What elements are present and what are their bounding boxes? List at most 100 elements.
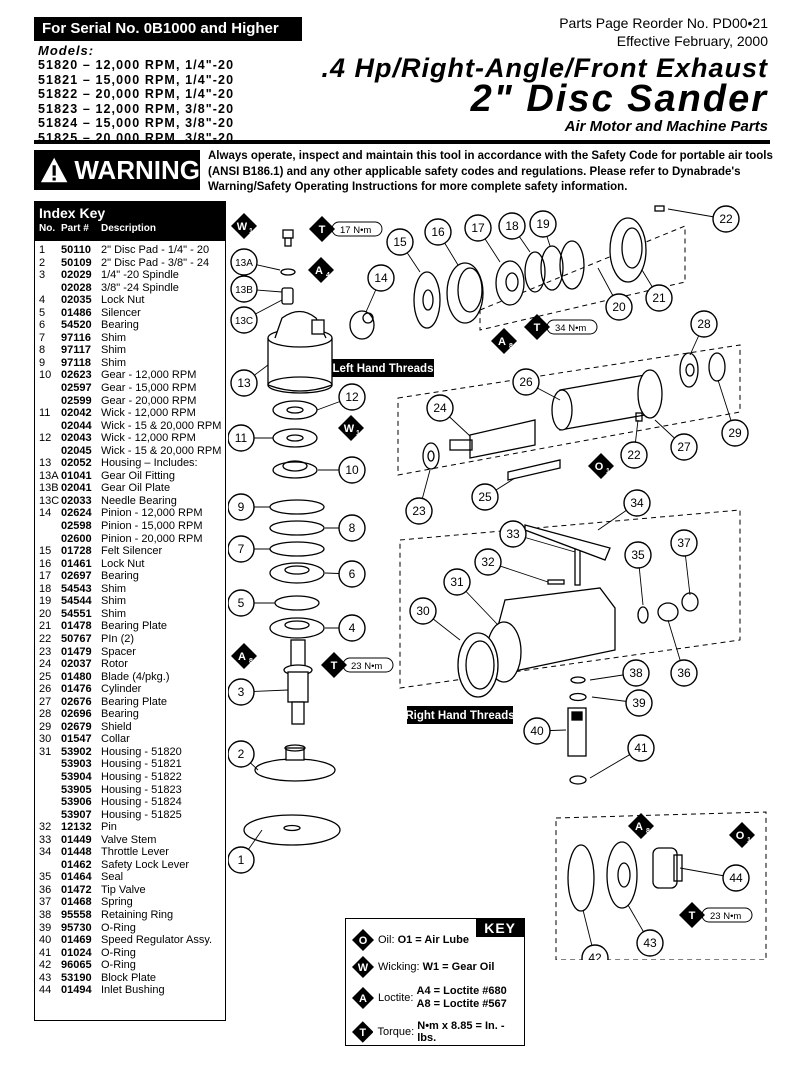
callout-number: 26 <box>519 375 533 389</box>
tip-valve-36-part <box>657 602 679 622</box>
index-row-number: 21 <box>39 620 52 633</box>
lock-nut-16-part <box>446 262 484 324</box>
speed-regulator-40-part <box>567 707 587 757</box>
index-row-number: 44 <box>39 984 52 997</box>
index-row-part: 02600 <box>61 532 92 545</box>
index-row-number: 24 <box>39 658 52 671</box>
diamond-subscript: 1 <box>606 468 610 475</box>
index-row-part: 01024 <box>61 946 92 959</box>
key-legend: KEY O Oil: O1 = Air Lube W Wicking: W1 =… <box>345 918 525 1046</box>
diamond-subscript: 4 <box>326 272 330 279</box>
callout-circle <box>228 846 255 874</box>
index-row-number <box>37 758 61 771</box>
shim-18-part <box>524 251 546 293</box>
index-row-number: 32 <box>39 821 52 834</box>
index-row-part: 01479 <box>61 645 92 658</box>
callout-bubble: 10 <box>338 456 366 484</box>
callout-circle <box>605 293 633 321</box>
index-row-part: 02624 <box>61 507 92 520</box>
diamond-shape <box>524 314 550 340</box>
index-row-number: 3 <box>39 269 46 282</box>
index-row-number <box>37 382 61 395</box>
index-row-description: Housing - 51820 <box>101 745 182 758</box>
callout-number: 1 <box>238 853 245 867</box>
left-hand-threads-banner <box>332 359 434 377</box>
index-row-part: 02597 <box>61 382 92 395</box>
diamond-subscript: 8 <box>509 343 513 350</box>
index-row-number: 20 <box>39 607 52 620</box>
diamond-shape <box>729 822 755 848</box>
index-row-part: 53905 <box>61 783 92 796</box>
index-row-number: 15 <box>39 545 52 558</box>
shim-8-part <box>269 520 325 536</box>
callout-circle <box>424 218 452 246</box>
callout-number: 21 <box>652 291 666 305</box>
diamond-letter: A <box>315 265 323 277</box>
callout-circle <box>338 456 366 484</box>
index-row-part: 97116 <box>61 331 91 344</box>
svg-text:O: O <box>359 935 368 947</box>
index-row-description: Needle Bearing <box>101 494 177 507</box>
index-row-number: 12 <box>39 432 52 445</box>
inlet-group-outline <box>555 811 767 960</box>
callout-bubble: 18 <box>498 212 526 240</box>
index-row-description: Lock Nut <box>101 294 145 307</box>
svg-text:W: W <box>358 962 369 974</box>
index-row-number: 6 <box>39 319 46 332</box>
block-plate-43-part <box>606 841 638 909</box>
callout-circle <box>338 560 366 588</box>
callout-circle <box>386 228 414 256</box>
callout-number: 22 <box>719 212 733 226</box>
callout-number: 38 <box>629 666 643 680</box>
wick-11-part <box>272 428 318 448</box>
index-row-description: Gear - 20,000 RPM <box>101 394 197 407</box>
silencer-5-part <box>274 595 320 611</box>
col-description: Description <box>101 223 157 234</box>
callout-circle <box>622 659 650 687</box>
retaining-ring-38-part <box>570 676 586 684</box>
index-row-number: 33 <box>39 833 52 846</box>
index-key-title: Index Key <box>39 205 106 221</box>
index-row-part: 02043 <box>61 432 92 445</box>
index-row-number: 40 <box>39 934 52 947</box>
index-row-number: 2 <box>39 256 46 269</box>
index-row-part: 02697 <box>61 570 92 583</box>
index-row-description: Shield <box>101 720 132 733</box>
index-row-part: 01468 <box>61 896 92 909</box>
callout-bubble: 41 <box>627 734 655 762</box>
callout-bubble: 34 <box>623 489 651 517</box>
index-row-part: 97117 <box>61 344 91 357</box>
index-row-description: Gear - 12,000 RPM <box>101 369 197 382</box>
index-row-number: 42 <box>39 959 52 972</box>
callout-number: 13 <box>237 376 251 390</box>
callout-bubble: 37 <box>670 529 698 557</box>
models-label: Models: <box>38 43 95 58</box>
callout-circle <box>464 214 492 242</box>
diamond-shape <box>321 652 347 678</box>
index-row-description: 2" Disc Pad - 1/4" - 20 <box>101 244 210 256</box>
callout-circle <box>712 205 740 233</box>
key-row-loctite: A Loctite: A4 = Loctite #680 A8 = Loctit… <box>352 985 507 1011</box>
index-row-part: 97118 <box>61 356 91 369</box>
callout-number: 19 <box>536 217 550 231</box>
index-row-part: 01448 <box>61 846 92 859</box>
pin-22-part <box>654 205 665 212</box>
index-row-number: 29 <box>39 720 52 733</box>
